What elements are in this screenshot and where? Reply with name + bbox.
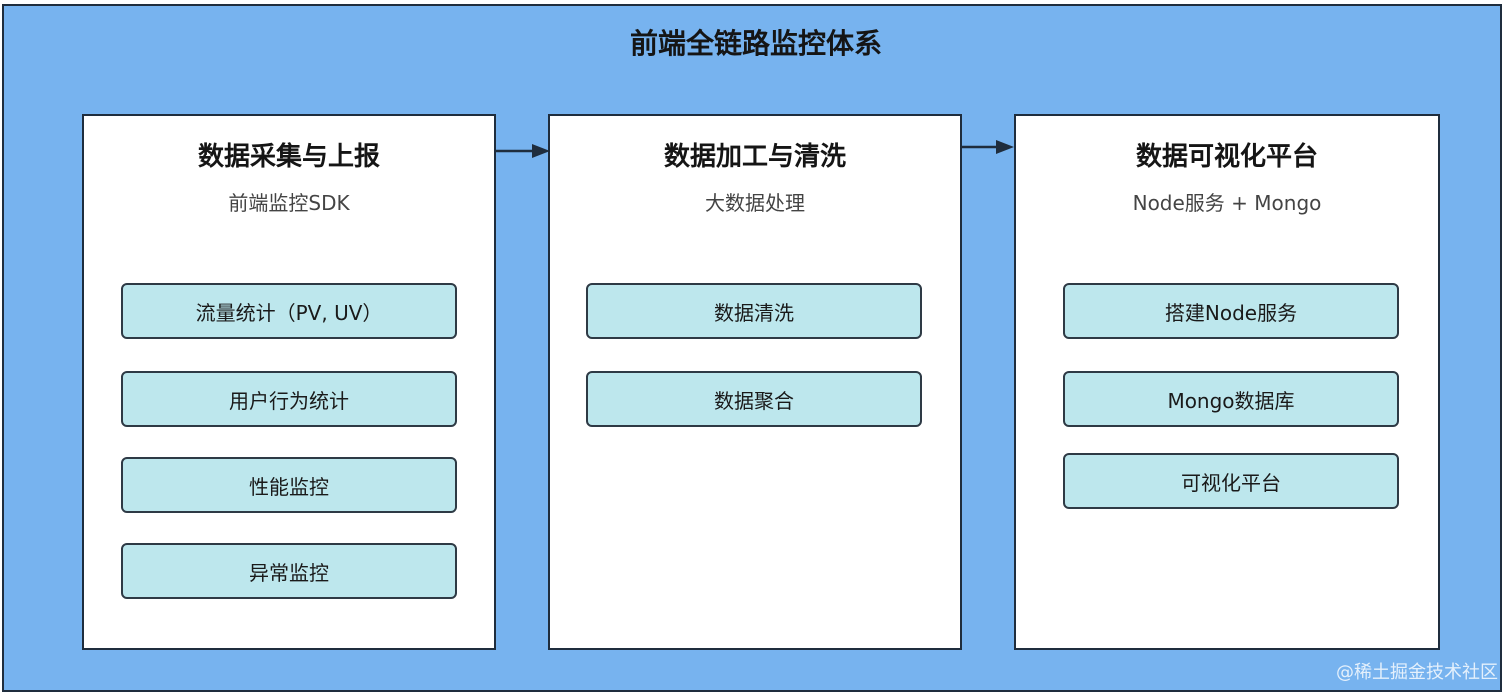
stage-subtitle: 大数据处理 <box>705 191 805 215</box>
item-node-service: 搭建Node服务 <box>1063 283 1399 339</box>
stage-title: 数据采集与上报 <box>197 142 380 172</box>
stage-title: 数据加工与清洗 <box>663 142 846 172</box>
item-traffic-stats: 流量统计（PV, UV） <box>121 283 457 339</box>
item-error-monitoring: 异常监控 <box>121 543 457 599</box>
stage-visualization-platform: 数据可视化平台 Node服务 + Mongo 搭建Node服务 Mongo数据库… <box>1014 114 1440 650</box>
item-user-behavior: 用户行为统计 <box>121 371 457 427</box>
item-data-cleaning: 数据清洗 <box>586 283 922 339</box>
arrow-stage2-to-stage3 <box>962 140 1014 154</box>
diagram-title: 前端全链路监控体系 <box>629 27 882 60</box>
stage-subtitle: 前端监控SDK <box>228 191 350 215</box>
arrow-stage1-to-stage2 <box>496 144 550 158</box>
item-performance-monitoring: 性能监控 <box>121 457 457 513</box>
stage-data-collection: 数据采集与上报 前端监控SDK 流量统计（PV, UV） 用户行为统计 性能监控… <box>82 114 496 650</box>
stage-subtitle: Node服务 + Mongo <box>1132 191 1322 215</box>
item-mongo-database: Mongo数据库 <box>1063 371 1399 427</box>
item-data-aggregation: 数据聚合 <box>586 371 922 427</box>
stage-title: 数据可视化平台 <box>1135 142 1318 172</box>
watermark: @稀土掘金技术社区 <box>1336 662 1498 683</box>
item-visualization-platform: 可视化平台 <box>1063 453 1399 509</box>
stage-data-processing: 数据加工与清洗 大数据处理 数据清洗 数据聚合 <box>548 114 962 650</box>
